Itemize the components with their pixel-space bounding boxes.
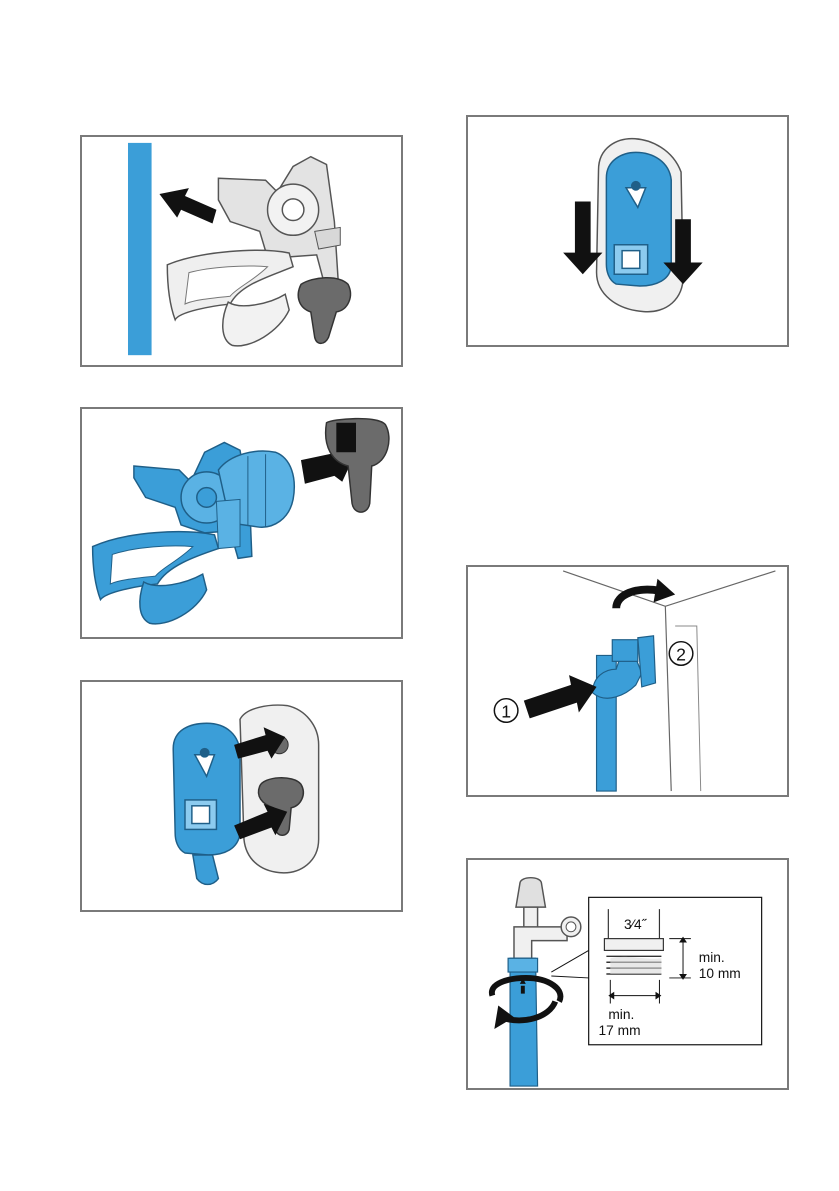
bracket-insertion-illustration [82,409,401,637]
cover-press-illustration [468,117,787,345]
min-height-label: min. [699,950,725,965]
arrow-icon [524,675,597,718]
arrow-icon [159,188,216,223]
svg-text:2: 2 [676,644,686,664]
appliance-top-edge [563,571,775,606]
figure-tap-connection: 3⁄4˝ min. 10 mm min. 17 mm [466,858,789,1090]
tap-icon [514,878,581,959]
figure-connect-hose: 1 2 [466,565,789,797]
callout-2: 2 [669,642,693,666]
hose-connection-illustration: 1 2 [468,567,787,795]
tap-connection-illustration: 3⁄4˝ min. 10 mm min. 17 mm [468,860,787,1088]
figure-fit-cover [80,680,403,912]
figure-press-cover [466,115,789,347]
figure-insert-bracket [80,407,403,639]
min-width-value: 17 mm [599,1023,641,1038]
bracket-removal-illustration [82,137,401,365]
rotate-arrow-icon [616,590,659,609]
washer-back-panel [128,143,152,355]
blue-cover [173,723,240,855]
min-height-value: 10 mm [699,966,741,981]
wall-plug-icon [298,278,350,344]
bracket-icon [93,442,295,623]
svg-text:1: 1 [501,701,511,721]
min-width-label: min. [608,1007,634,1022]
figure-remove-bracket [80,135,403,367]
cover-fitting-illustration [82,682,401,910]
callout-1: 1 [494,699,518,723]
thread-size-label: 3⁄4˝ [624,917,648,932]
